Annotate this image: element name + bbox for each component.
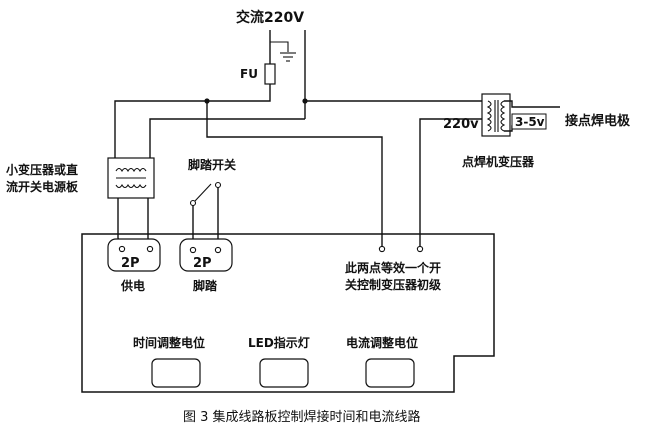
connector-power-label: 2P [121,256,140,271]
led-label: LED指示灯 [248,335,310,350]
ground-symbol [270,41,296,62]
fuse-symbol [264,63,276,85]
small-transformer-label-1: 小变压器或直 [6,162,78,177]
foot-switch-label: 脚踏开关 [188,157,236,172]
switch-point-right [416,245,424,253]
supply-wires [114,45,488,247]
led-box [259,358,309,388]
foot-switch-symbol [189,181,222,248]
junction-node-right [302,98,308,104]
power-label: 供电 [120,278,145,293]
current-pot-box [365,358,415,388]
figure-caption: 图 3 集成线路板控制焊接时间和电流线路 [183,409,421,425]
current-pot-label: 电流调整电位 [346,335,418,350]
small-transformer-label-2: 流开关电源板 [6,179,79,194]
connector-foot-label: 2P [193,256,212,271]
welder-transformer-label: 点焊机变压器 [462,154,535,169]
secondary-voltage-label: 3-5v [515,115,545,129]
note-label-2: 关控制变压器初级 [345,277,441,292]
supply-label: 交流220V [236,9,304,26]
note-label-1: 此两点等效一个开 [345,260,441,275]
time-pot-box [151,358,201,388]
connector-foot [179,238,233,272]
time-pot-label: 时间调整电位 [133,335,205,350]
junction-node-left [204,98,210,104]
foot-label: 脚踏 [193,278,218,293]
secondary-voltage-box [511,113,547,130]
small-transformer [107,157,155,199]
electrode-label: 接点焊电极 [565,113,631,129]
switch-point-left [378,245,386,253]
connector-power [107,238,161,272]
fuse-label: FU [240,67,258,81]
primary-voltage-label: 220v [443,117,479,132]
circuit-board-outline [81,233,495,393]
